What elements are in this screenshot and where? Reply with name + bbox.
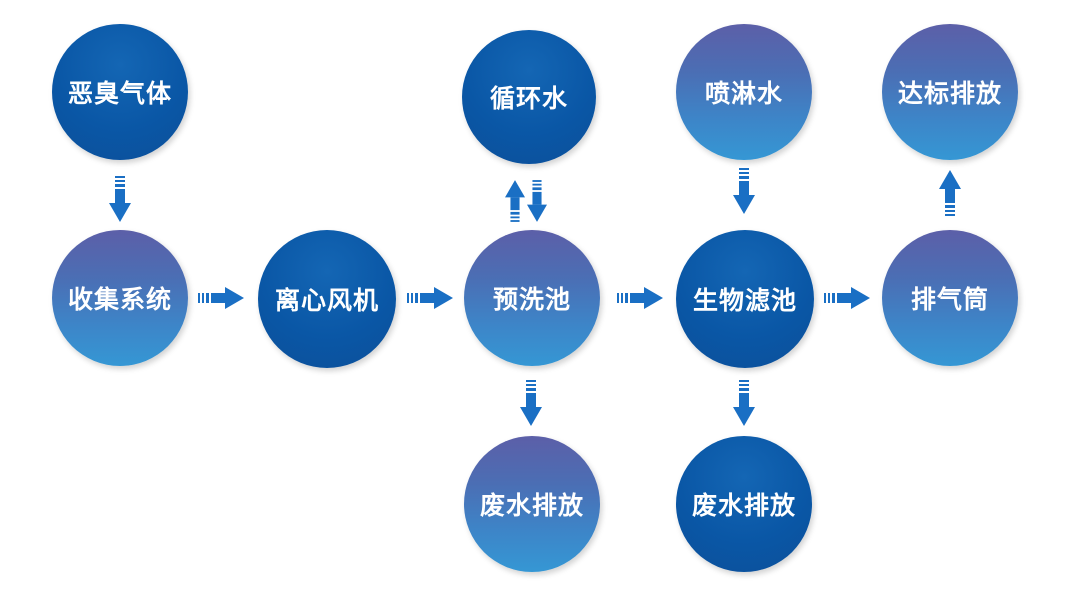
arrow-right-prewash-to-biofilter — [617, 287, 663, 309]
arrow-down-spray-to-biofilter — [733, 168, 755, 214]
node-label: 废水排放 — [691, 491, 796, 520]
arrow-down-circulating-to-prewash — [527, 180, 547, 222]
node-wastewater-2: 废水排放 — [676, 436, 812, 572]
node-label: 循环水 — [489, 84, 568, 113]
node-label: 排气筒 — [910, 285, 989, 314]
node-wastewater-1: 废水排放 — [464, 436, 600, 572]
arrow-right-biofilter-to-stack — [824, 287, 870, 309]
node-label: 预洗池 — [492, 285, 571, 314]
node-label: 生物滤池 — [692, 286, 797, 315]
node-collection-system: 收集系统 — [52, 230, 188, 366]
arrow-down-prewash-to-wastewater — [520, 380, 542, 426]
arrow-up-stack-to-discharge — [939, 170, 961, 216]
node-biofilter: 生物滤池 — [676, 230, 814, 368]
arrow-right-collection-to-fan — [198, 287, 244, 309]
arrow-up-prewash-to-circulating — [505, 180, 525, 222]
node-label: 恶臭气体 — [67, 79, 172, 108]
node-compliant-discharge: 达标排放 — [882, 24, 1018, 160]
node-label: 喷淋水 — [704, 79, 783, 108]
node-label: 收集系统 — [67, 285, 172, 314]
node-label: 废水排放 — [479, 491, 584, 520]
arrow-right-fan-to-prewash — [407, 287, 453, 309]
node-prewash-tank: 预洗池 — [464, 230, 600, 366]
node-exhaust-stack: 排气筒 — [882, 230, 1018, 366]
node-label: 达标排放 — [897, 79, 1002, 108]
arrow-down-biofilter-to-wastewater — [733, 380, 755, 426]
node-odor-gas: 恶臭气体 — [52, 24, 188, 160]
node-centrifugal-fan: 离心风机 — [258, 230, 396, 368]
node-spray-water: 喷淋水 — [676, 24, 812, 160]
arrow-down-odor-to-collection — [109, 176, 131, 222]
node-label: 离心风机 — [274, 286, 379, 315]
node-circulating-water: 循环水 — [462, 30, 596, 164]
